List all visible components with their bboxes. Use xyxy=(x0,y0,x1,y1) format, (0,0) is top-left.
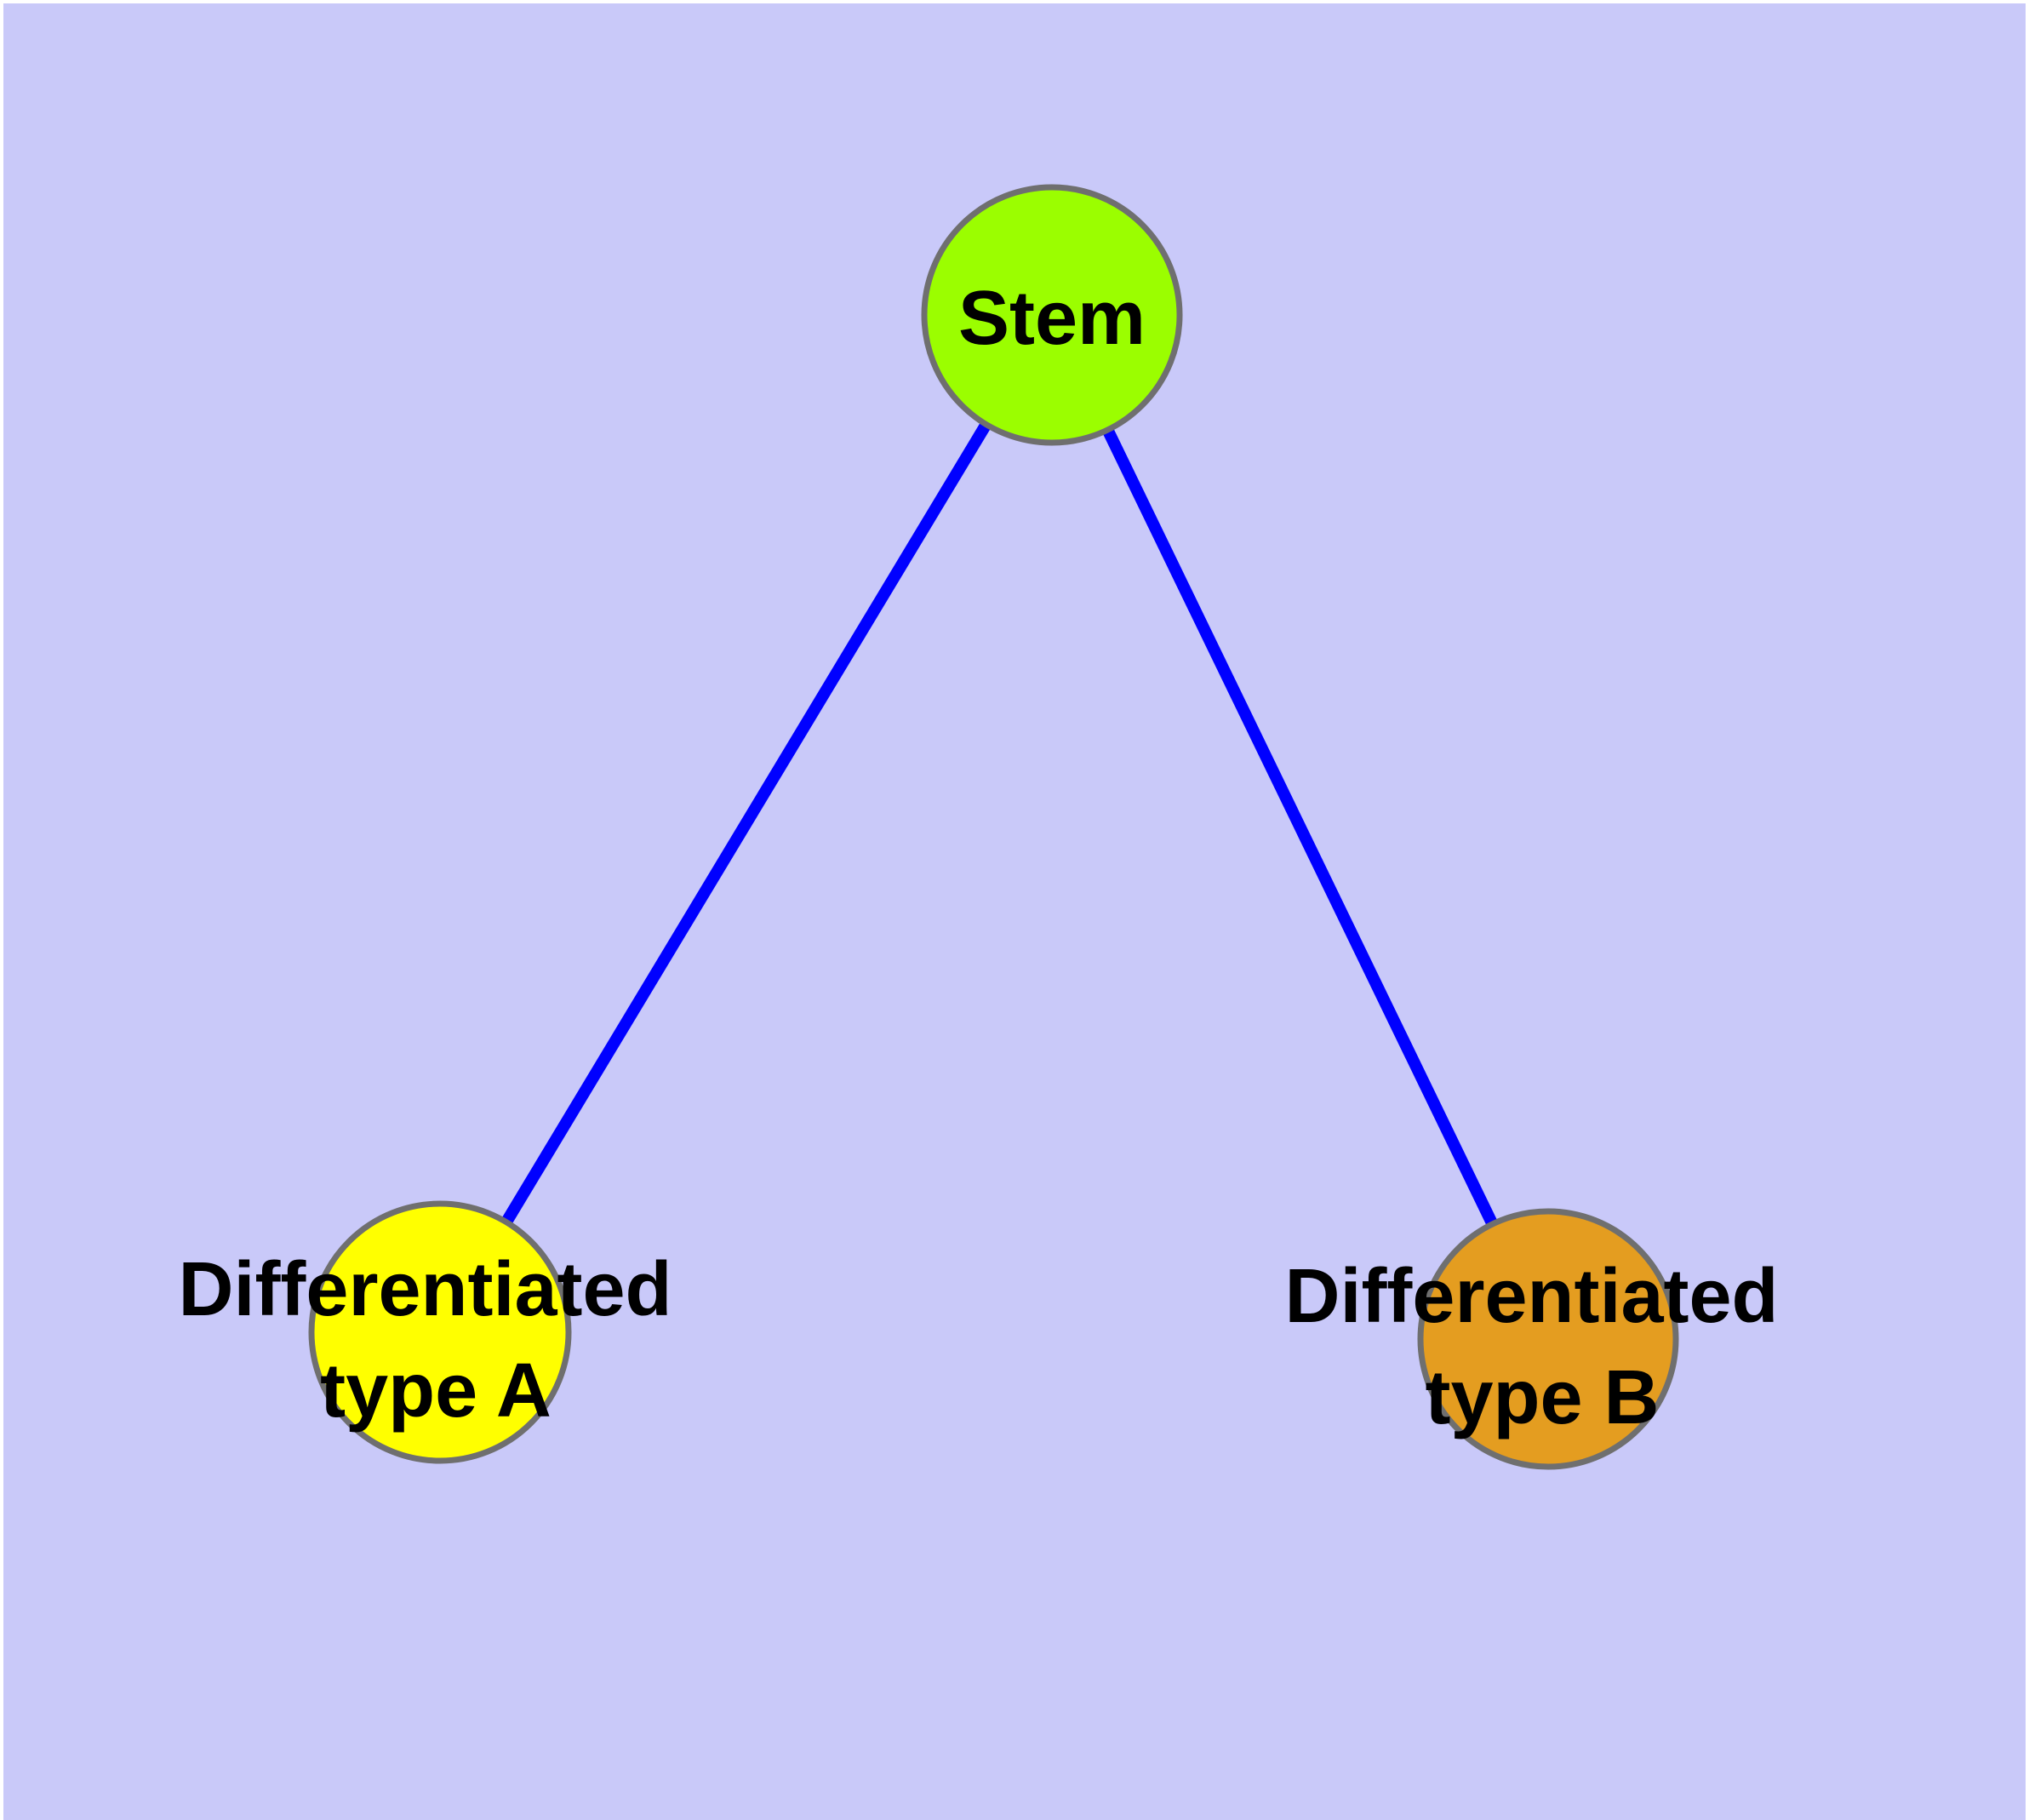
node-stem-label: Stem xyxy=(958,276,1146,361)
node-type-a-label-line1: Differentiated xyxy=(178,1247,672,1332)
node-type-b-label-line2: type B xyxy=(1425,1355,1659,1440)
node-type-b-label: Differentiated type B xyxy=(1284,1254,1799,1440)
node-type-b-circle xyxy=(1417,1208,1679,1470)
node-stem-circle xyxy=(921,184,1183,446)
edge-stem-to-type-b xyxy=(1046,312,1554,1342)
node-type-a-label: Differentiated type A xyxy=(178,1247,693,1434)
edge-stem-to-type-a xyxy=(435,312,1057,1336)
node-type-a-label-line2: type A xyxy=(320,1348,552,1434)
node-type-b-label-line1: Differentiated xyxy=(1284,1254,1778,1339)
node-type-a-circle xyxy=(308,1200,572,1464)
